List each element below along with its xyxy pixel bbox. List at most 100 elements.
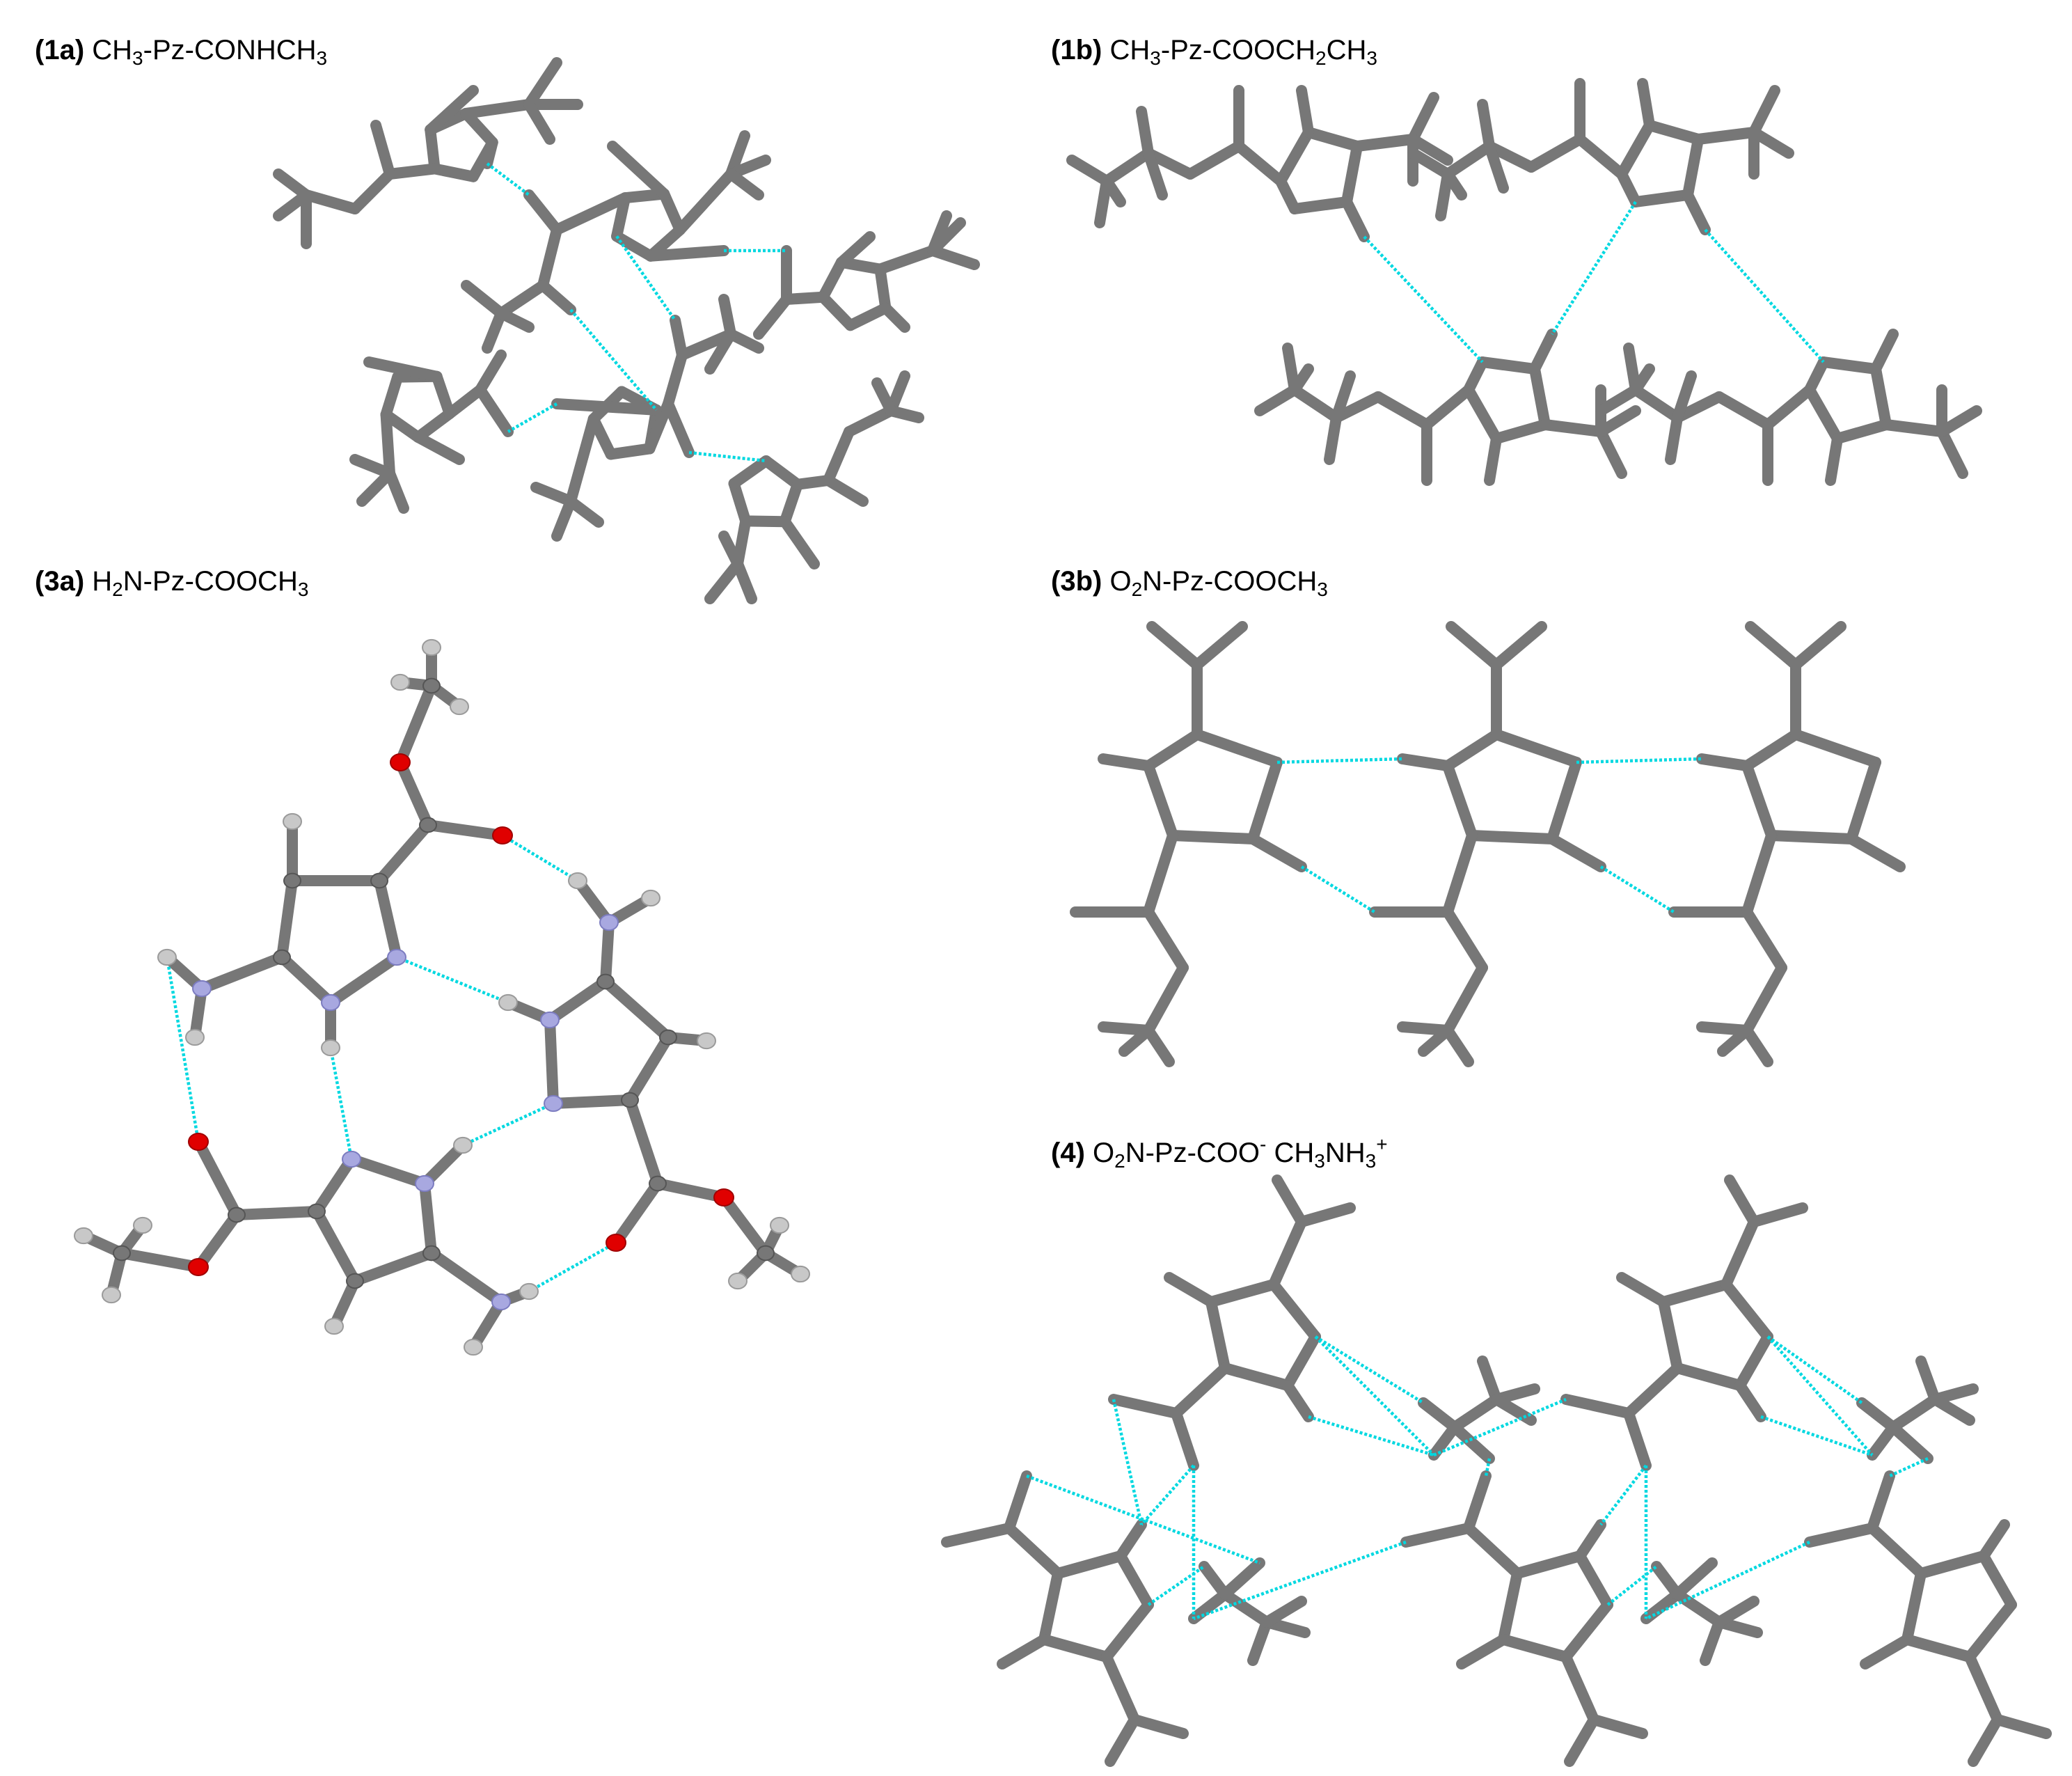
label-3b: (3b) O2N-Pz-COOCH3 bbox=[1051, 566, 1328, 600]
nitrogen-atom bbox=[540, 1011, 560, 1029]
bond bbox=[1289, 363, 1314, 395]
bond bbox=[1219, 1589, 1272, 1628]
bond bbox=[395, 680, 437, 768]
bond bbox=[1143, 962, 1189, 1036]
bond bbox=[1143, 148, 1168, 201]
bond bbox=[1724, 1174, 1759, 1227]
bond bbox=[1373, 391, 1432, 430]
bond bbox=[346, 1154, 430, 1189]
bond bbox=[231, 1206, 322, 1220]
bond bbox=[605, 443, 656, 460]
bond bbox=[607, 141, 670, 200]
hydrogen-atom bbox=[641, 889, 661, 907]
bond bbox=[1442, 168, 1467, 201]
panel-3a-structure bbox=[74, 638, 810, 1356]
bond bbox=[380, 409, 395, 479]
hydrogen-bond bbox=[329, 1047, 354, 1160]
bond bbox=[1407, 148, 1453, 180]
bond bbox=[941, 1523, 1015, 1548]
bond bbox=[1790, 729, 1881, 768]
hydrogen-bond bbox=[462, 1101, 554, 1147]
bond bbox=[1442, 906, 1488, 973]
bond bbox=[1616, 1272, 1669, 1307]
hydrogen-bond bbox=[1314, 1335, 1425, 1404]
bond bbox=[611, 230, 656, 262]
bond bbox=[644, 398, 674, 455]
bond bbox=[1105, 1714, 1140, 1767]
hydrogen-bond bbox=[486, 162, 530, 196]
oxygen-atom bbox=[713, 1188, 734, 1207]
bond bbox=[301, 189, 361, 214]
bond bbox=[370, 120, 395, 180]
bond bbox=[1693, 127, 1759, 145]
bond bbox=[461, 280, 507, 319]
bond bbox=[276, 875, 298, 963]
hydrogen-atom bbox=[464, 1338, 483, 1356]
bond bbox=[1143, 830, 1178, 918]
bond bbox=[425, 85, 479, 136]
hydrogen-atom bbox=[133, 1216, 152, 1234]
bond bbox=[658, 188, 686, 236]
bond bbox=[1888, 1422, 1933, 1464]
bond bbox=[1870, 329, 1899, 375]
bond bbox=[374, 819, 434, 886]
hydrogen-bond bbox=[396, 955, 509, 1005]
bond bbox=[412, 408, 455, 443]
bond bbox=[624, 1032, 674, 1106]
oxygen-atom bbox=[390, 753, 411, 772]
bond bbox=[1658, 1279, 1732, 1307]
nitrogen-atom bbox=[491, 1293, 511, 1311]
bond bbox=[1978, 1519, 2010, 1562]
nitrogen-atom bbox=[544, 1094, 563, 1113]
bond bbox=[1418, 1397, 1460, 1433]
bond bbox=[1714, 1596, 1759, 1628]
bond bbox=[927, 210, 952, 256]
hydrogen-atom bbox=[157, 948, 177, 966]
bond bbox=[425, 124, 441, 175]
bond bbox=[1101, 148, 1154, 187]
hydrogen-bond bbox=[1766, 1335, 1874, 1456]
hydrogen-bond bbox=[688, 450, 766, 463]
bond bbox=[1247, 1617, 1272, 1666]
bond bbox=[325, 952, 402, 1008]
bond bbox=[1968, 1714, 2003, 1767]
hydrogen-atom bbox=[283, 812, 302, 831]
bond bbox=[551, 496, 576, 542]
bond bbox=[817, 291, 856, 331]
bond bbox=[196, 952, 287, 994]
bond bbox=[116, 1248, 204, 1273]
bond bbox=[1101, 1651, 1140, 1725]
bond bbox=[1992, 1714, 2052, 1739]
panel-1a-structure bbox=[273, 57, 980, 604]
hydrogen-atom bbox=[102, 1286, 121, 1304]
carbon-atom bbox=[308, 1203, 326, 1220]
hydrogen-bond bbox=[1147, 1565, 1205, 1606]
bond bbox=[356, 468, 395, 507]
bond bbox=[1136, 106, 1154, 159]
bond bbox=[1219, 1557, 1265, 1600]
carbon-atom bbox=[273, 949, 291, 966]
bond bbox=[1038, 1568, 1063, 1645]
bond bbox=[1574, 134, 1627, 180]
hydrogen-atom bbox=[519, 1282, 539, 1300]
bond bbox=[1303, 127, 1363, 152]
bond bbox=[429, 163, 479, 182]
bond bbox=[395, 757, 434, 831]
bond bbox=[610, 1178, 663, 1248]
bond bbox=[565, 496, 604, 528]
bond bbox=[1574, 1550, 1613, 1610]
hydrogen-bond bbox=[1645, 1540, 1810, 1621]
bond bbox=[1630, 189, 1693, 207]
hydrogen-bond bbox=[1484, 1458, 1492, 1477]
carbon-atom bbox=[228, 1207, 246, 1223]
bond bbox=[384, 468, 409, 514]
bond bbox=[817, 256, 847, 303]
bond bbox=[718, 531, 743, 569]
bond bbox=[1463, 1523, 1523, 1579]
bond bbox=[725, 168, 764, 201]
bond bbox=[1463, 1470, 1492, 1534]
bond bbox=[779, 478, 803, 528]
bond bbox=[1146, 621, 1203, 670]
bond bbox=[1825, 433, 1843, 486]
hydrogen-bond bbox=[1276, 757, 1403, 764]
